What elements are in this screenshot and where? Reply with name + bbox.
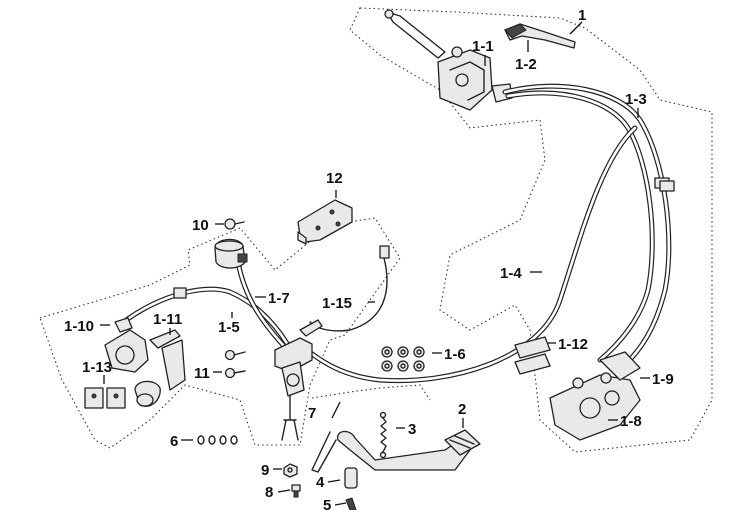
washers-6: [197, 435, 238, 445]
brake-hose-1-3: [502, 83, 675, 368]
callout-1-11: 1-11: [153, 311, 182, 328]
callout-10: 10: [192, 217, 209, 234]
bracket-12: [297, 199, 353, 245]
callout-9: 9: [261, 462, 269, 479]
callout-1-4: 1-4: [500, 265, 522, 282]
front-pad-set: [514, 336, 551, 375]
pin-7: [331, 401, 341, 419]
leader-lines: [100, 21, 650, 506]
brake-hose-1-7: [235, 259, 286, 348]
bolt-10: [224, 218, 245, 230]
callout-5: 5: [323, 497, 331, 510]
callout-1: 1: [578, 7, 586, 24]
brake-lever: [504, 23, 576, 49]
callout-1-8: 1-8: [620, 413, 642, 430]
callout-1-13: 1-13: [82, 359, 112, 376]
callout-12: 12: [326, 170, 343, 187]
front-caliper: [549, 351, 641, 441]
switch-wire-1-15: [309, 245, 390, 332]
front-master-cylinder: [384, 9, 513, 111]
callout-1-10: 1-10: [64, 318, 94, 335]
callout-1-6: 1-6: [444, 346, 466, 363]
callout-1-2: 1-2: [515, 56, 537, 73]
callout-1-1: 1-1: [472, 38, 494, 55]
callout-1-7: 1-7: [268, 290, 290, 307]
bolts-11: [224, 349, 246, 379]
brake-hose-1-5: [117, 286, 295, 355]
callout-1-5: 1-5: [218, 319, 240, 336]
callout-11: 11: [194, 365, 210, 382]
reservoir: [214, 238, 248, 269]
brake-hose-1-4: [297, 125, 638, 384]
callout-2: 2: [458, 401, 466, 418]
callout-1-12: 1-12: [558, 336, 588, 353]
callout-6: 6: [170, 433, 178, 450]
callout-1-15: 1-15: [322, 295, 352, 312]
washers-1-6: [381, 346, 425, 372]
collar-4: [344, 467, 358, 489]
callout-3: 3: [408, 421, 416, 438]
assembly-boundary-lower: [39, 217, 401, 449]
rear-master-cylinder: [274, 319, 323, 441]
assembly-boundary-pedal: [311, 384, 431, 401]
callout-1-9: 1-9: [652, 371, 674, 388]
spring-3: [379, 411, 387, 459]
bolt-5: [345, 497, 357, 510]
bolt-8: [291, 484, 301, 498]
callout-7: 7: [308, 405, 316, 422]
callout-8: 8: [265, 484, 273, 501]
callout-labels: 1 1-1 1-2 1-3 1-4 1-15 1-7 1-5 1-6 1-12 …: [64, 7, 674, 510]
brake-pedal: [311, 429, 481, 473]
nut-9: [283, 463, 298, 478]
rear-caliper: [104, 317, 186, 407]
rear-pads: [84, 387, 126, 409]
callout-4: 4: [316, 474, 325, 491]
callout-1-3: 1-3: [625, 91, 647, 108]
assembly-boundary-upper: [349, 7, 713, 453]
